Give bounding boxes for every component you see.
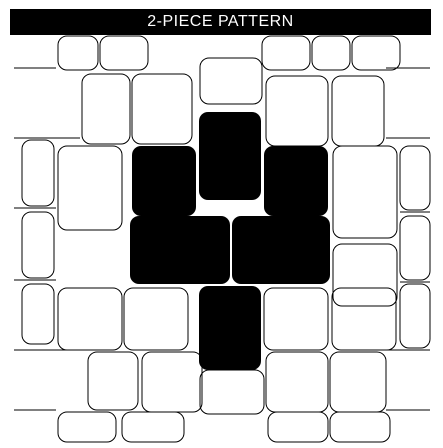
- outline-paver: [352, 36, 400, 70]
- outline-paver: [142, 352, 202, 412]
- outline-paver: [200, 370, 264, 414]
- outline-paver: [200, 58, 262, 104]
- outline-paver: [58, 288, 122, 350]
- outline-paver: [132, 74, 192, 144]
- outline-paver: [268, 412, 328, 442]
- outline-paver: [332, 288, 396, 350]
- outline-paver: [400, 146, 430, 210]
- outline-paver: [122, 412, 184, 442]
- outline-paver: [330, 352, 386, 412]
- highlighted-paver: [130, 216, 230, 284]
- outline-paver: [312, 36, 350, 70]
- outline-paver: [333, 244, 397, 306]
- outline-paver: [266, 76, 328, 146]
- outline-paver: [400, 284, 430, 348]
- highlighted-pavers: [130, 112, 330, 370]
- outline-paver: [82, 74, 130, 144]
- outline-paver: [22, 212, 54, 278]
- highlighted-paver: [132, 146, 196, 216]
- outline-paver: [58, 146, 122, 230]
- outline-paver: [22, 284, 54, 344]
- outline-paver: [333, 146, 397, 238]
- outline-paver: [124, 288, 188, 350]
- outline-paver: [332, 76, 384, 146]
- outline-paver: [262, 36, 310, 70]
- outline-paver: [330, 412, 390, 442]
- outline-paver: [264, 288, 328, 350]
- highlighted-paver: [264, 146, 328, 216]
- outline-paver: [58, 412, 116, 442]
- highlighted-paver: [199, 286, 261, 370]
- outline-paver: [22, 140, 54, 206]
- outline-paver: [100, 36, 148, 70]
- highlighted-paver: [199, 112, 261, 200]
- highlighted-paver: [232, 216, 330, 284]
- outline-paver: [266, 352, 328, 412]
- outline-paver: [58, 36, 98, 70]
- outline-paver: [400, 216, 430, 280]
- outline-paver: [88, 352, 138, 410]
